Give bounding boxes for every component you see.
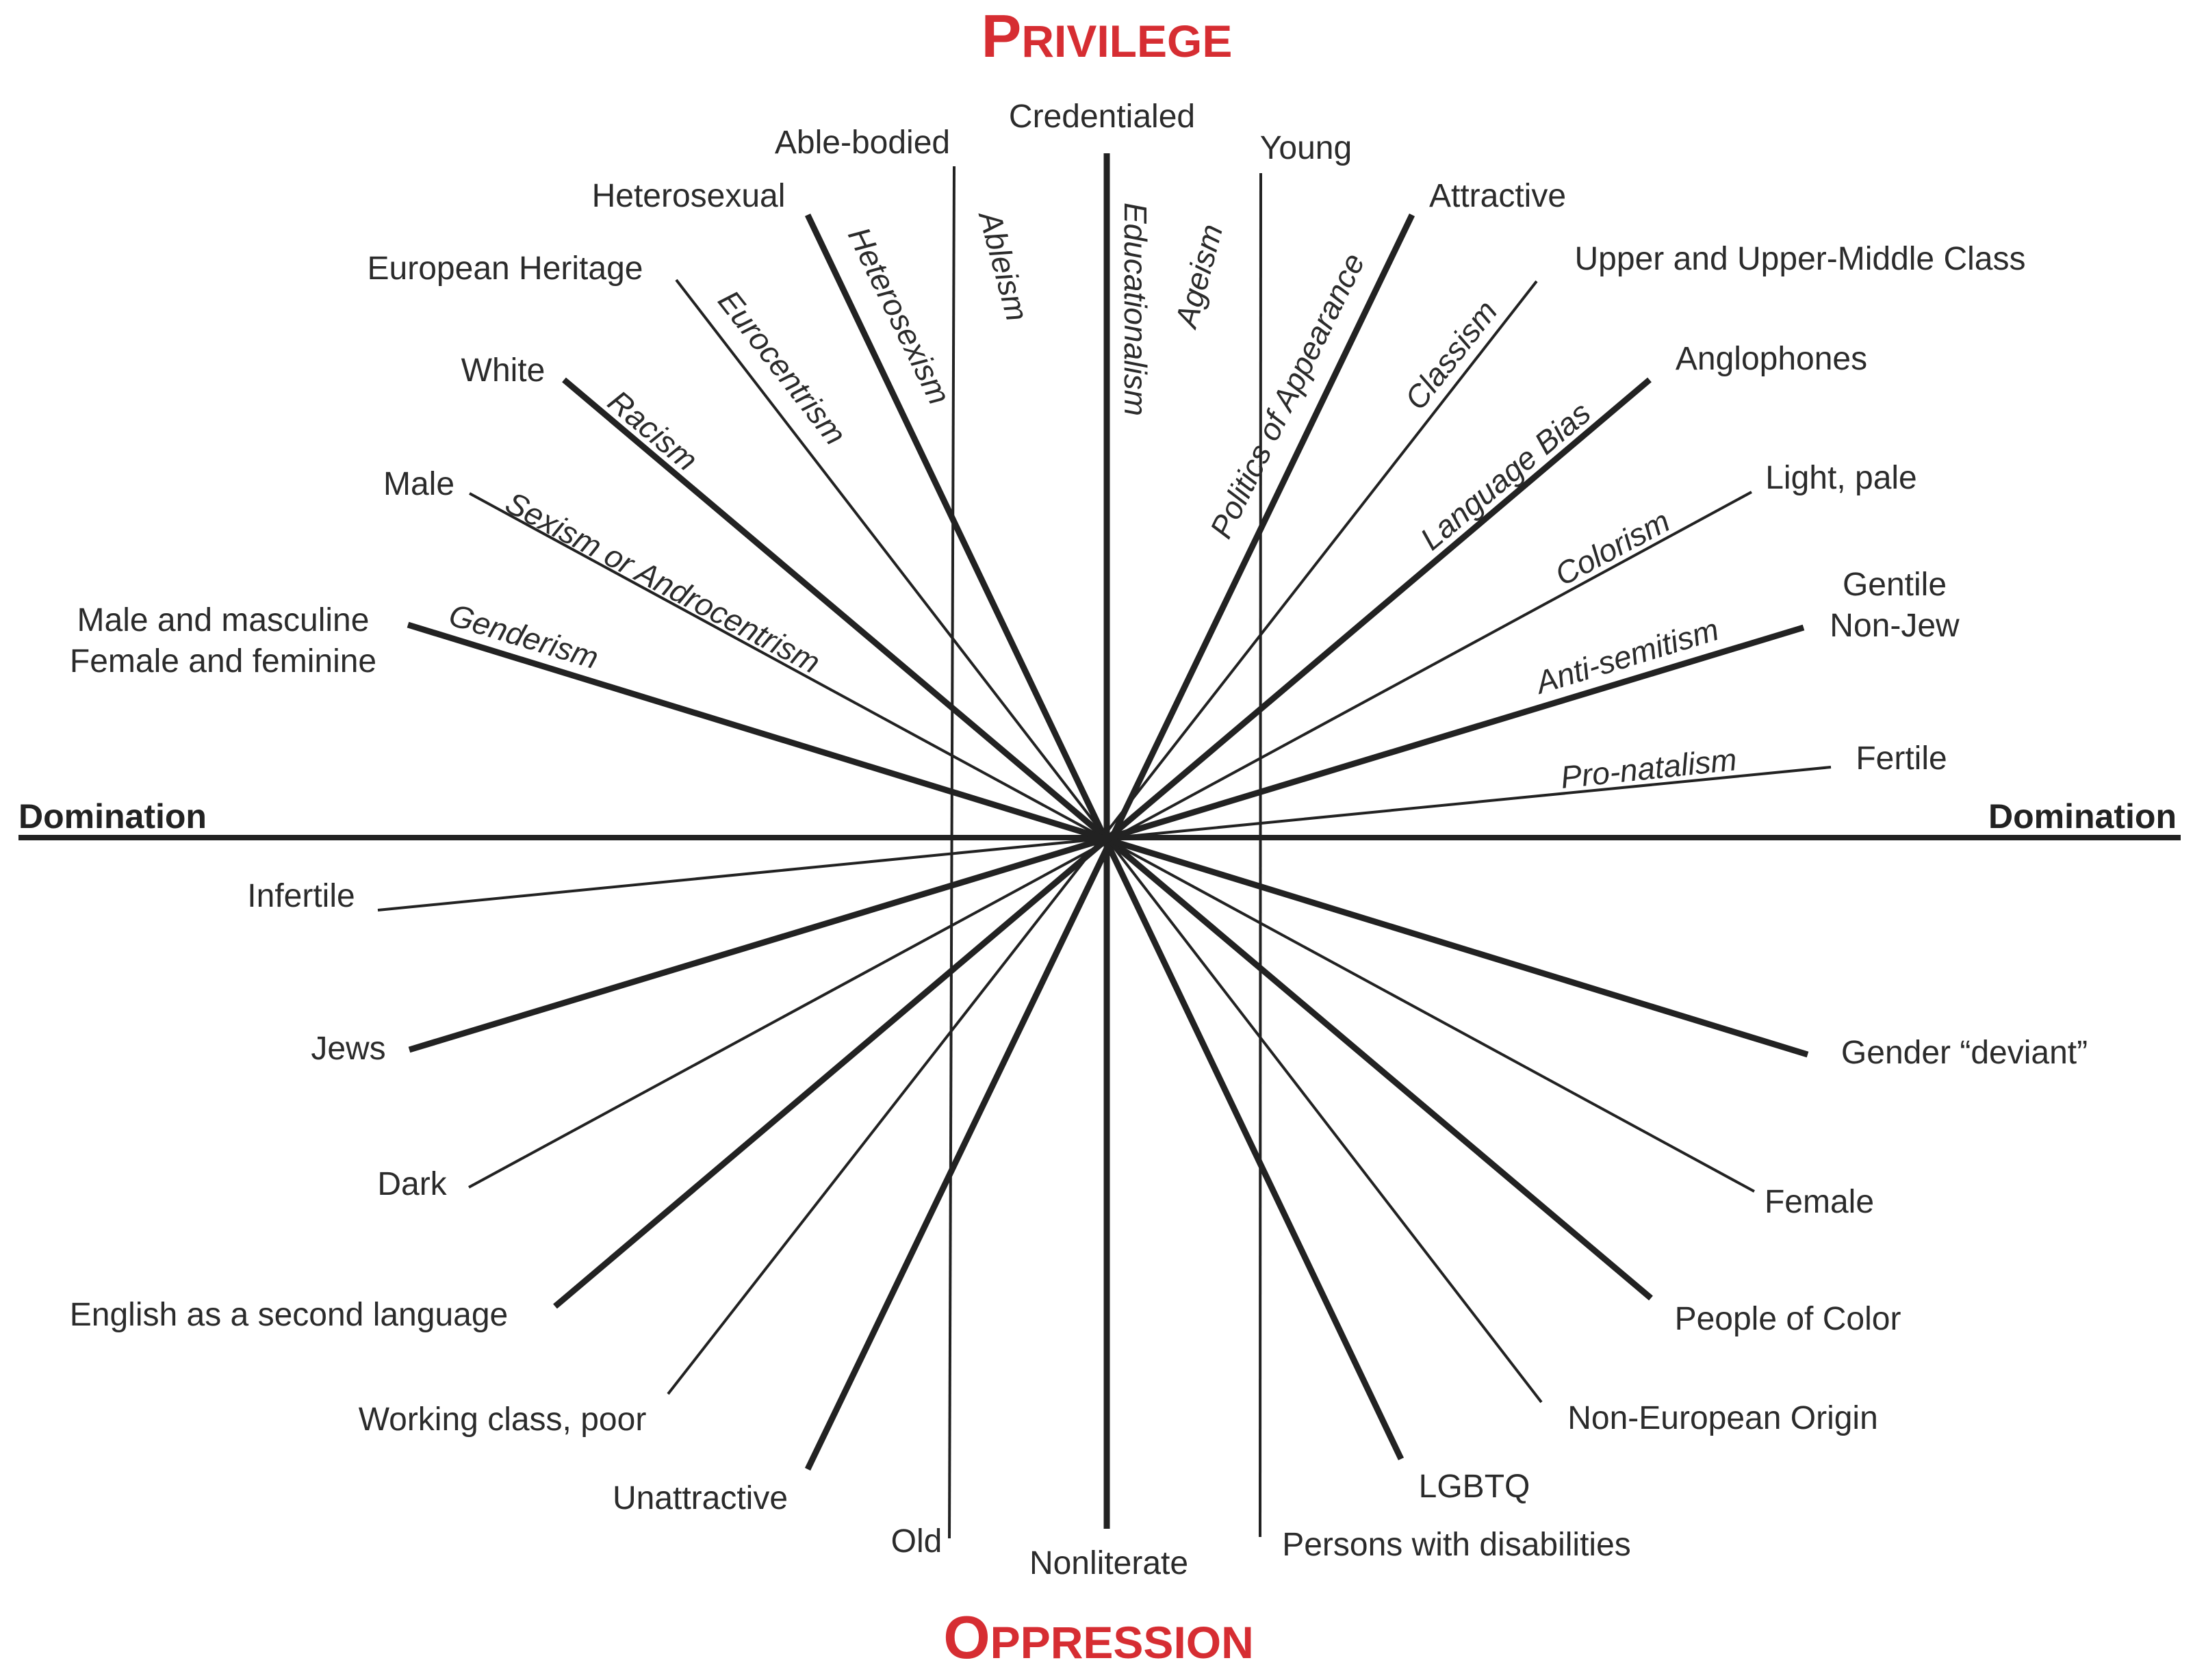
- label-gender-norm-line2: Female and feminine: [70, 643, 376, 680]
- label-gender-deviant: Gender “deviant”: [1841, 1035, 2088, 1071]
- label-credentialed: Credentialed: [1009, 99, 1195, 135]
- ism-anti-semitism: Anti-semitism: [1530, 611, 1723, 701]
- domination-label-right: Domination: [1988, 797, 2177, 836]
- label-fertile: Fertile: [1856, 740, 1947, 777]
- label-able-bodied: Able-bodied: [775, 125, 950, 161]
- ism-racism: Racism: [602, 383, 705, 478]
- label-heterosexual: Heterosexual: [592, 178, 786, 214]
- label-nonliterate: Nonliterate: [1029, 1545, 1188, 1581]
- label-light-pale: Light, pale: [1765, 460, 1917, 496]
- label-non-jew: Non-Jew: [1830, 608, 1960, 644]
- label-upper-class: Upper and Upper-Middle Class: [1575, 241, 2026, 277]
- ism-politics-of-appearance: Politics of Appearance: [1203, 248, 1372, 544]
- ism-ableism: Ableism: [972, 205, 1036, 324]
- label-people-of-color: People of Color: [1675, 1301, 1901, 1337]
- ism-genderism: Genderism: [445, 597, 602, 676]
- label-non-european-origin: Non-European Origin: [1567, 1400, 1878, 1436]
- label-persons-with-disabilities: Persons with disabilities: [1282, 1527, 1631, 1563]
- oppression-title: OPPRESSION: [943, 1603, 1254, 1671]
- label-infertile: Infertile: [247, 878, 355, 914]
- label-gentile: Gentile: [1843, 567, 1947, 603]
- label-gender-norm-line1: Male and masculine: [77, 602, 370, 638]
- label-young: Young: [1260, 130, 1352, 166]
- privilege-title-initial: P: [982, 2, 1022, 70]
- ism-language-bias: Language Bias: [1413, 395, 1598, 557]
- label-white: White: [461, 352, 546, 389]
- label-esl: English as a second language: [70, 1297, 508, 1333]
- oppression-title-rest: PPRESSION: [990, 1617, 1254, 1668]
- label-old: Old: [891, 1523, 942, 1560]
- label-unattractive: Unattractive: [613, 1480, 788, 1516]
- ism-pro-natalism: Pro-natalism: [1559, 741, 1739, 795]
- label-dark: Dark: [377, 1166, 447, 1202]
- privilege-title: PRIVILEGE: [982, 2, 1233, 70]
- label-female: Female: [1765, 1184, 1874, 1220]
- ism-eurocentrism: Eurocentrism: [711, 283, 854, 452]
- ism-ageism: Ageism: [1168, 220, 1230, 333]
- label-european-heritage: European Heritage: [368, 250, 643, 287]
- ism-colorism: Colorism: [1549, 503, 1676, 593]
- domination-label-left: Domination: [18, 797, 207, 836]
- label-jews: Jews: [311, 1031, 385, 1067]
- label-attractive: Attractive: [1429, 178, 1566, 214]
- label-lgbtq: LGBTQ: [1419, 1469, 1530, 1505]
- label-male: Male: [383, 466, 454, 502]
- ism-educationalism: Educationalism: [1118, 203, 1153, 416]
- label-anglophones: Anglophones: [1676, 341, 1867, 377]
- label-working-class: Working class, poor: [359, 1401, 647, 1438]
- ism-classism: Classism: [1398, 294, 1504, 416]
- wheel-hub: [1101, 832, 1112, 843]
- oppression-title-initial: O: [943, 1603, 990, 1671]
- spoke-ageism: [1259, 172, 1262, 1538]
- privilege-title-rest: RIVILEGE: [1021, 16, 1232, 66]
